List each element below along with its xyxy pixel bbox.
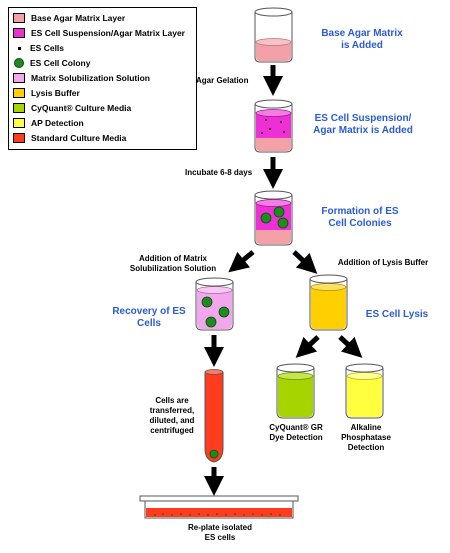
cyquant-swatch (13, 103, 25, 113)
step-label-es-suspension: ES Cell Suspension/ Agar Matrix is Added (313, 113, 413, 136)
beaker-base-agar (254, 7, 293, 63)
legend-label: Standard Culture Media (31, 133, 127, 143)
arrow-down-left (295, 335, 320, 358)
step-label-alkaline: Alkaline Phosphatase Detection (341, 423, 391, 452)
legend-item-es-colony: ES Cell Colony (13, 56, 90, 70)
standard-media-swatch (13, 133, 25, 143)
step-label-recovery: Recovery of ES Cells (112, 306, 186, 329)
legend-label: Matrix Solubilization Solution (31, 73, 150, 83)
es-cell-dot-icon (18, 46, 21, 50)
legend-label: Base Agar Matrix Layer (31, 13, 126, 23)
centrifuge-tube (204, 369, 224, 463)
step-label-cyquant-detection: CyQuant® GR Dye Detection (269, 423, 323, 442)
legend-item-es-cells: ES Cells (13, 41, 64, 55)
arrow-down-left (228, 250, 255, 273)
step-label-base-agar: Base Agar Matrix is Added (321, 28, 403, 51)
beaker-ap-detection (345, 363, 384, 419)
step-label-formation: Formation of ES Cell Colonies (321, 206, 399, 229)
lysis-buffer-swatch (13, 88, 25, 98)
legend-label: CyQuant® Culture Media (31, 103, 132, 113)
beaker-lysis (309, 274, 348, 331)
legend-label: ES Cells (30, 43, 65, 53)
beaker-colonies (254, 190, 293, 246)
legend-label: AP Detection (31, 118, 84, 128)
step-label-replate: Re-plate isolated ES cells (187, 523, 252, 542)
step-label-transferred: Cells are transferred, diluted, and cent… (149, 396, 195, 435)
step-label-lysis: ES Cell Lysis (365, 309, 429, 320)
legend-item-lysis-buffer: Lysis Buffer (13, 86, 80, 100)
legend-item-standard-media: Standard Culture Media (13, 131, 126, 145)
legend-item-base-agar: Base Agar Matrix Layer (13, 11, 125, 25)
ap-detection-swatch (13, 118, 25, 128)
legend-item-cyquant: CyQuant® Culture Media (13, 101, 131, 115)
legend-label: ES Cell Colony (30, 58, 91, 68)
beaker-es-suspension (254, 99, 293, 153)
culture-dish (139, 495, 299, 519)
step-label-incubate: Incubate 6-8 days (185, 168, 253, 177)
base-agar-swatch (13, 13, 25, 23)
step-label-agar-gelation: Agar Gelation (196, 76, 249, 85)
beaker-cyquant (276, 363, 315, 419)
beaker-recovery (195, 277, 234, 331)
legend-label: Lysis Buffer (31, 88, 80, 98)
legend-item-ap-detection: AP Detection (13, 116, 84, 130)
matrix-solubilization-swatch (13, 73, 25, 83)
legend-label: ES Cell Suspension/Agar Matrix Layer (31, 28, 185, 38)
arrow-down-right (338, 335, 363, 358)
es-suspension-swatch (13, 28, 25, 38)
step-label-addition-lysis: Addition of Lysis Buffer (337, 258, 429, 267)
colony-icon (14, 58, 24, 68)
legend-item-matrix-solubilization: Matrix Solubilization Solution (13, 71, 150, 85)
legend: Base Agar Matrix Layer ES Cell Suspensio… (8, 7, 197, 150)
legend-item-es-suspension: ES Cell Suspension/Agar Matrix Layer (13, 26, 185, 40)
arrow-down-right (292, 250, 318, 274)
step-label-addition-matrix: Addition of Matrix Solubilization Soluti… (129, 254, 217, 273)
